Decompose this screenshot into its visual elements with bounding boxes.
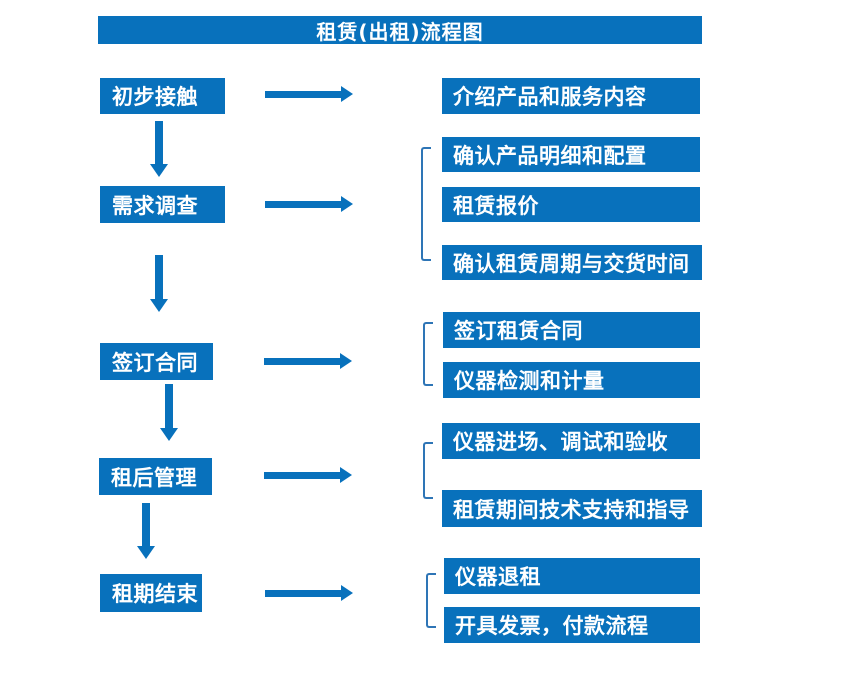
step-label: 需求调查 <box>112 193 198 218</box>
step-node-rental-end: 租期结束 <box>100 574 202 612</box>
output-label: 仪器检测和计量 <box>454 369 605 393</box>
right-arrow-icon <box>264 467 352 483</box>
step-label: 租期结束 <box>112 582 198 606</box>
down-arrow-icon <box>150 255 168 312</box>
right-arrow-icon <box>265 585 353 601</box>
right-arrow-icon <box>265 196 353 212</box>
output-node: 签订租赁合同 <box>443 312 700 348</box>
step-node-sign-contract: 签订合同 <box>100 343 213 380</box>
output-node: 仪器进场、调试和验收 <box>442 423 700 459</box>
output-node: 仪器退租 <box>444 558 700 594</box>
output-label: 确认产品明细和配置 <box>453 143 647 168</box>
group-bracket <box>423 322 433 386</box>
group-bracket <box>426 573 436 628</box>
step-node-demand-survey: 需求调查 <box>100 186 225 223</box>
output-label: 仪器进场、调试和验收 <box>453 430 668 454</box>
output-label: 租赁报价 <box>453 193 539 218</box>
output-node: 开具发票，付款流程 <box>444 607 700 643</box>
output-label: 开具发票，付款流程 <box>455 614 649 638</box>
step-node-post-rental-management: 租后管理 <box>99 458 212 495</box>
output-node: 仪器检测和计量 <box>443 362 700 398</box>
step-label: 租后管理 <box>111 465 197 490</box>
down-arrow-icon <box>160 384 178 441</box>
output-node: 确认租赁周期与交货时间 <box>442 245 702 280</box>
down-arrow-icon <box>150 121 168 177</box>
right-arrow-icon <box>264 353 352 369</box>
page-title: 租赁(出租)流程图 <box>316 19 484 44</box>
step-label: 初步接触 <box>112 85 198 109</box>
step-node-initial-contact: 初步接触 <box>100 78 225 114</box>
group-bracket <box>423 442 433 499</box>
group-bracket <box>421 147 431 261</box>
step-label: 签订合同 <box>112 350 198 375</box>
output-label: 租赁期间技术支持和指导 <box>453 497 690 522</box>
right-arrow-icon <box>265 86 353 102</box>
output-label: 签订租赁合同 <box>454 319 583 343</box>
output-label: 确认租赁周期与交货时间 <box>453 251 690 276</box>
output-node: 租赁报价 <box>442 187 700 222</box>
output-label: 仪器退租 <box>455 565 541 589</box>
output-node: 确认产品明细和配置 <box>442 137 700 172</box>
down-arrow-icon <box>137 503 155 559</box>
output-node: 介绍产品和服务内容 <box>442 78 700 114</box>
title-bar: 租赁(出租)流程图 <box>98 16 702 44</box>
output-node: 租赁期间技术支持和指导 <box>442 490 702 527</box>
output-label: 介绍产品和服务内容 <box>453 85 647 109</box>
